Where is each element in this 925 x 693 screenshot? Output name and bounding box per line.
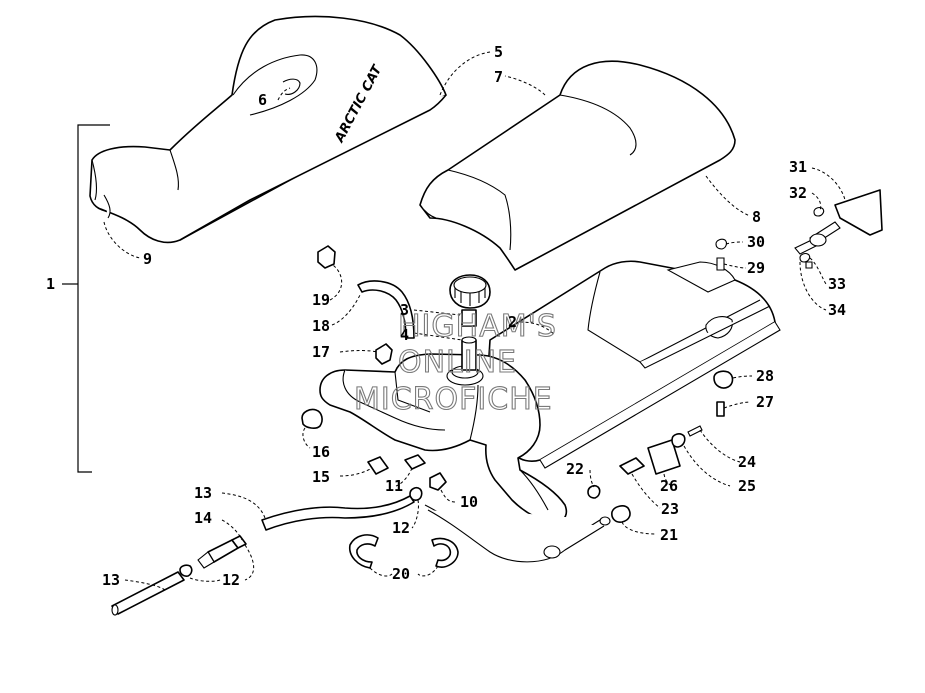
seat-cover — [419, 60, 736, 271]
watermark: HIGHAM'S ONLINE MICROFICHE — [353, 308, 557, 417]
nut-25 — [671, 433, 686, 448]
clip-19 — [317, 245, 336, 269]
valve-10 — [429, 472, 447, 491]
callout-5: 5 — [494, 43, 503, 61]
callout-14: 14 — [194, 509, 212, 527]
callout-2: 2 — [508, 313, 517, 331]
callout-3: 3 — [400, 301, 409, 319]
fuel-line — [261, 495, 415, 531]
callout-12-upper: 12 — [392, 519, 410, 537]
svg-text:ONLINE: ONLINE — [398, 345, 517, 380]
callout-30: 30 — [747, 233, 765, 251]
latch-assembly — [794, 189, 883, 269]
callout-27: 27 — [756, 393, 774, 411]
callout-32: 32 — [789, 184, 807, 202]
nut-30 — [715, 238, 727, 250]
callout-22: 22 — [566, 460, 584, 478]
callout-18: 18 — [312, 317, 330, 335]
switch-23 — [619, 457, 645, 475]
fuel-line-13-lower — [111, 571, 185, 615]
bracket-11 — [404, 454, 426, 470]
callout-28: 28 — [756, 367, 774, 385]
fuel-filter-14 — [197, 535, 247, 569]
leader-lines — [62, 51, 846, 591]
clamp-12-lower — [179, 564, 193, 577]
fuel-tank — [319, 353, 567, 524]
callout-9: 9 — [143, 250, 152, 268]
clamp-20-right — [431, 537, 459, 568]
screw-24 — [687, 425, 703, 437]
callout-33: 33 — [828, 275, 846, 293]
bracket-26 — [647, 439, 681, 475]
callout-21: 21 — [660, 526, 678, 544]
vent-hose-18 — [357, 280, 415, 339]
cap-16 — [301, 408, 323, 429]
seat-assembly-front: ARCTIC CAT — [89, 15, 447, 244]
fuel-cap — [449, 274, 491, 371]
callout-1: 1 — [46, 275, 55, 293]
seat-base — [484, 260, 781, 469]
svg-text:HIGHAM'S: HIGHAM'S — [398, 309, 557, 344]
callout-10: 10 — [460, 493, 478, 511]
screw-29 — [716, 257, 725, 271]
callout-12-lower: 12 — [222, 571, 240, 589]
callout-19: 19 — [312, 291, 330, 309]
callout-13-upper: 13 — [194, 484, 212, 502]
bracket-15 — [367, 456, 389, 475]
callout-29: 29 — [747, 259, 765, 277]
washer-22 — [587, 485, 601, 499]
callout-13-lower: 13 — [102, 571, 120, 589]
fitting-21 — [611, 505, 631, 523]
callout-26: 26 — [660, 477, 678, 495]
callout-labels: 1 2 3 4 5 6 7 8 9 10 11 12 12 13 13 14 1… — [46, 43, 846, 589]
callout-11: 11 — [385, 477, 403, 495]
callout-15: 15 — [312, 468, 330, 486]
callout-34: 34 — [828, 301, 846, 319]
callout-20: 20 — [392, 565, 410, 583]
fitting-17 — [375, 343, 393, 365]
callout-16: 16 — [312, 443, 330, 461]
screw-27 — [716, 401, 725, 417]
callout-4: 4 — [400, 326, 409, 344]
knob-28 — [713, 370, 734, 389]
clamp-20-left — [348, 534, 379, 569]
callout-25: 25 — [738, 477, 756, 495]
callout-6: 6 — [258, 91, 267, 109]
callout-24: 24 — [738, 453, 756, 471]
callout-23: 23 — [661, 500, 679, 518]
callout-17: 17 — [312, 343, 330, 361]
callout-31: 31 — [789, 158, 807, 176]
callout-7: 7 — [494, 68, 503, 86]
callout-8: 8 — [752, 208, 761, 226]
svg-text:MICROFICHE: MICROFICHE — [354, 382, 553, 417]
